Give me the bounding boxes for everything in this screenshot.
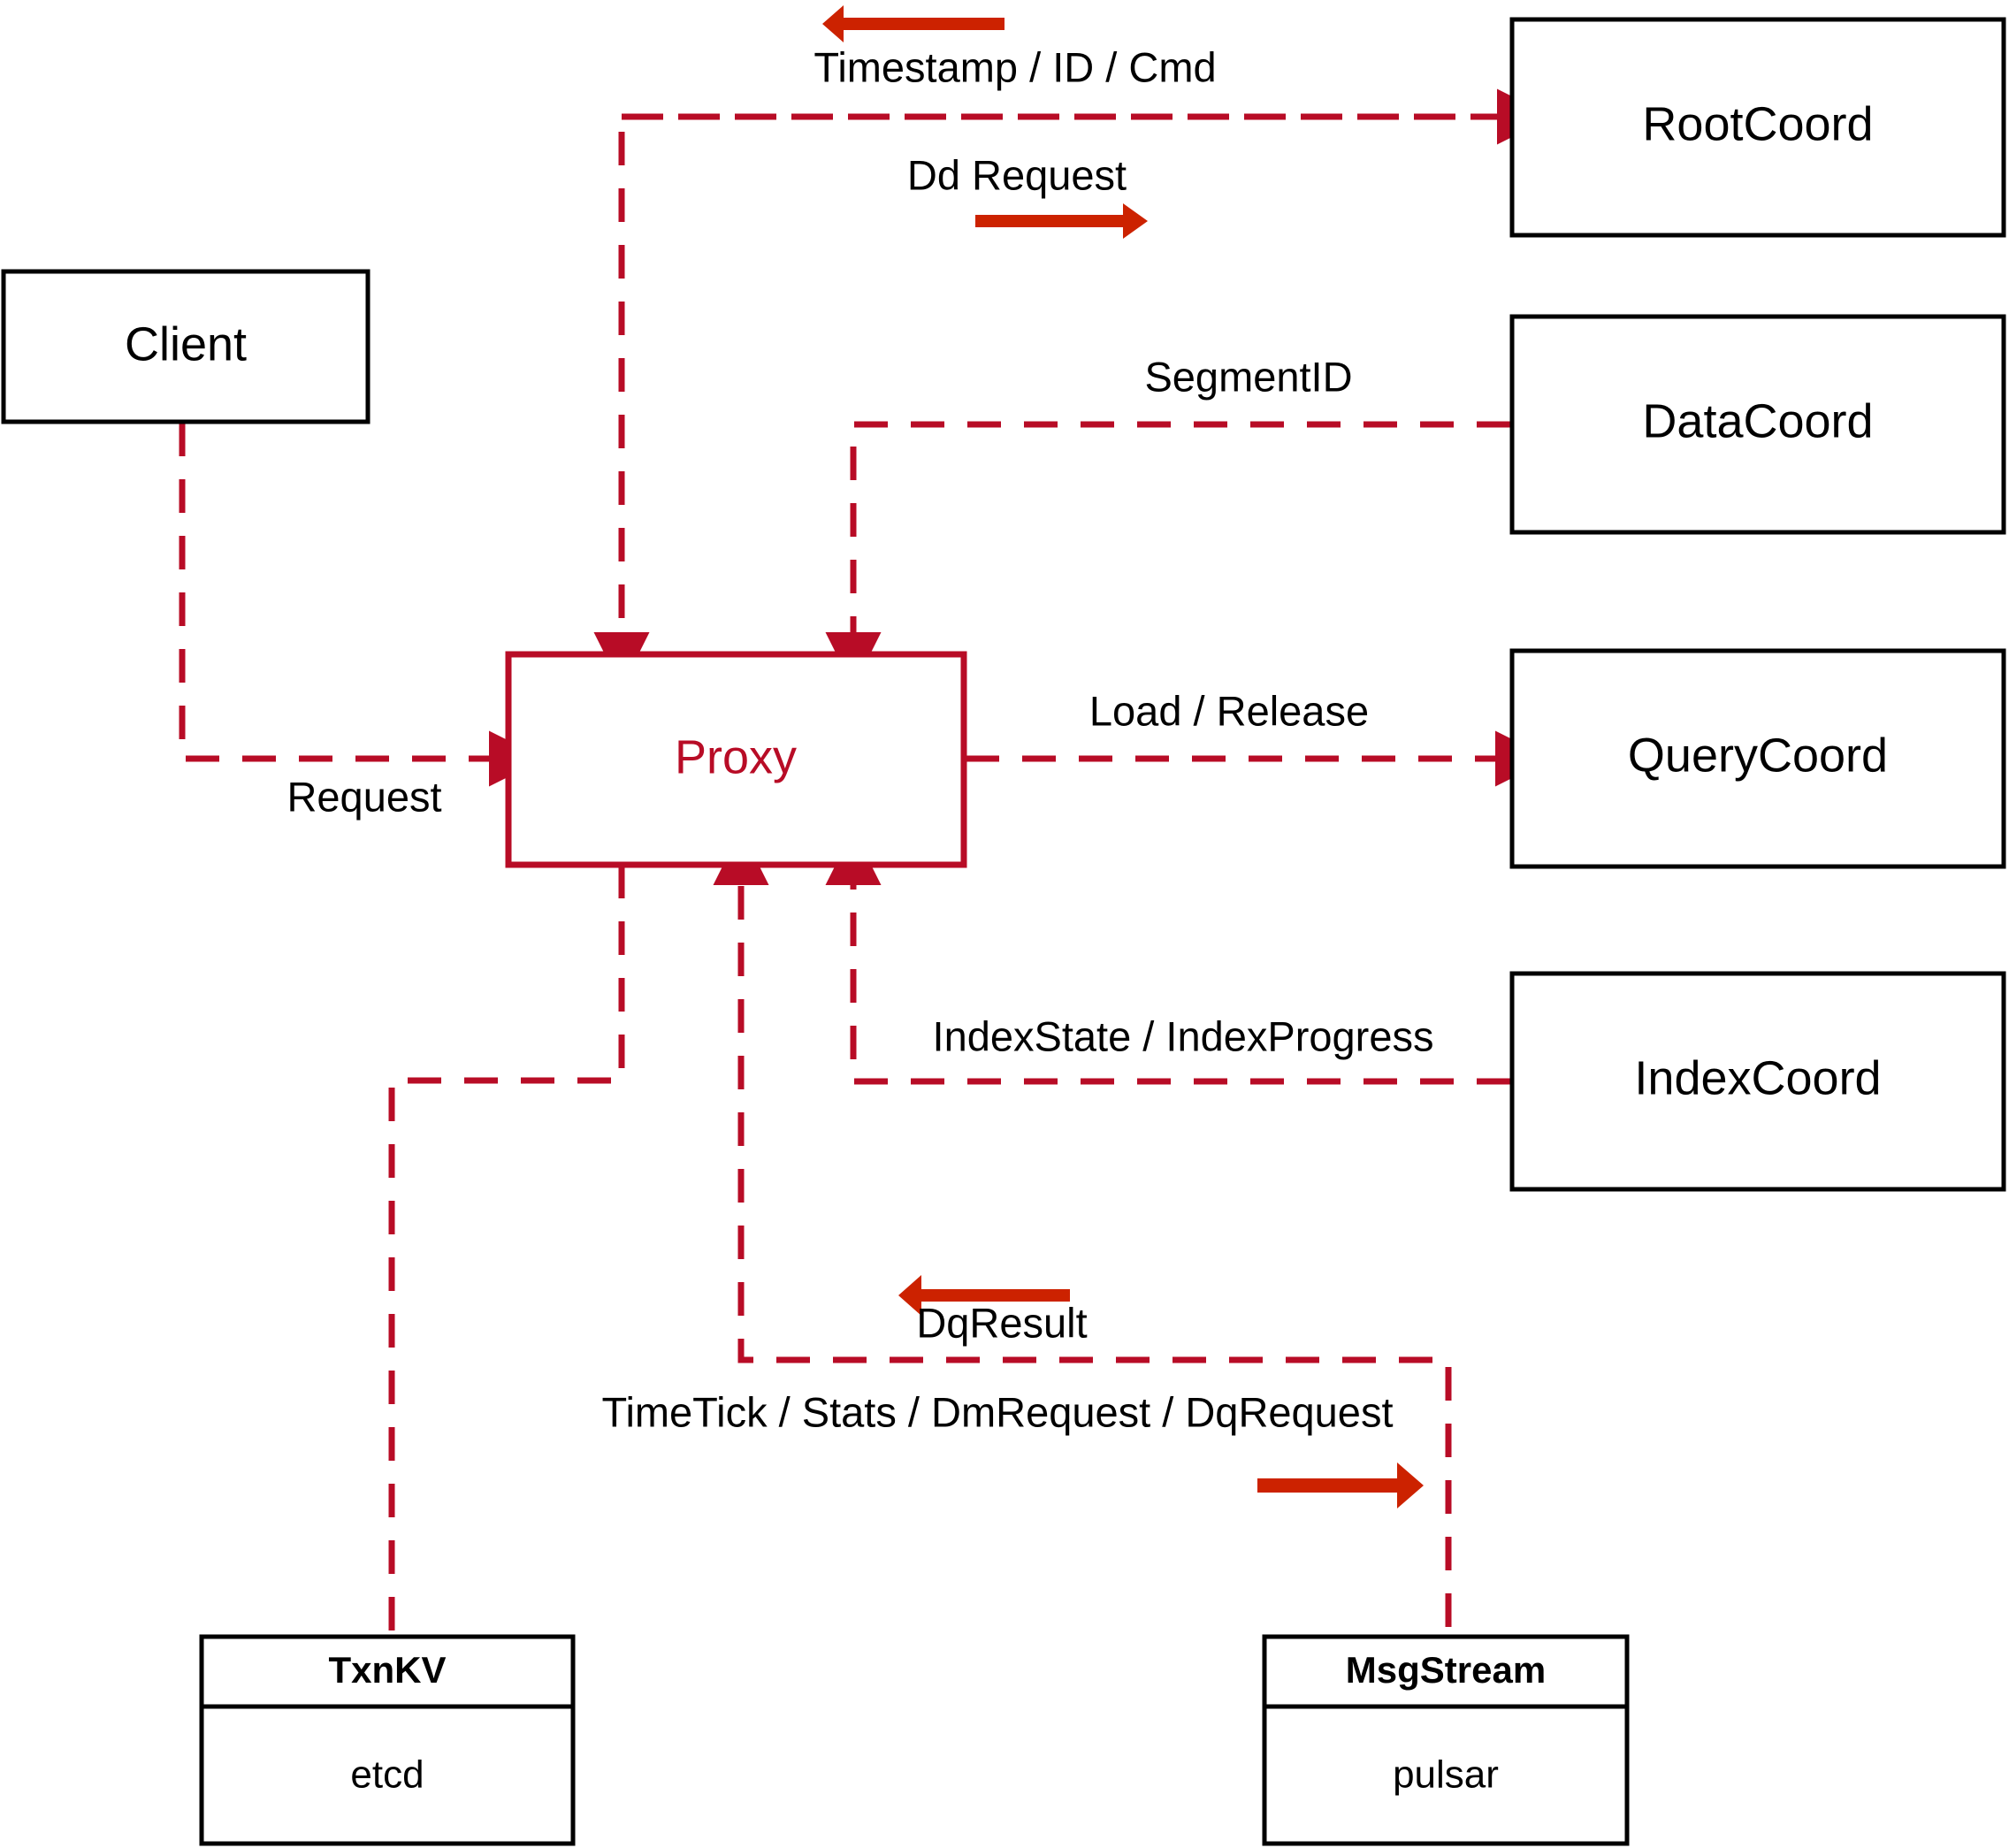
node-querycoord[interactable]: QueryCoord bbox=[1509, 648, 2006, 869]
edge-label-index-state-progress: IndexState / IndexProgress bbox=[933, 1012, 1434, 1059]
edge-proxy-msgstream bbox=[713, 829, 1452, 1627]
edge-label-request: Request bbox=[286, 773, 441, 820]
node-proxy-label: Proxy bbox=[675, 730, 797, 783]
edge-label-segment-id: SegmentID bbox=[1144, 353, 1352, 400]
node-client-label: Client bbox=[125, 317, 247, 370]
node-datacoord-label: DataCoord bbox=[1642, 394, 1873, 447]
direction-arrow-timestamp bbox=[822, 5, 1004, 42]
direction-arrow-dqresult bbox=[898, 1275, 1070, 1316]
node-indexcoord[interactable]: IndexCoord bbox=[1509, 971, 2006, 1192]
edge-label-load-release: Load / Release bbox=[1089, 687, 1369, 734]
edge-label-timestamp-id-cmd: Timestamp / ID / Cmd bbox=[814, 43, 1216, 90]
direction-arrow-dd-request bbox=[975, 203, 1148, 239]
edge-datacoord-proxy bbox=[825, 421, 1510, 688]
node-datacoord[interactable]: DataCoord bbox=[1509, 314, 2006, 535]
node-msgstream-impl: pulsar bbox=[1393, 1753, 1499, 1797]
edge-client-proxy bbox=[179, 423, 545, 787]
edge-label-dd-request: Dd Request bbox=[907, 151, 1127, 198]
node-txnkv-impl: etcd bbox=[350, 1753, 424, 1797]
node-msgstream[interactable]: MsgStream pulsar bbox=[1262, 1634, 1630, 1846]
node-txnkv[interactable]: TxnKV etcd bbox=[199, 1634, 576, 1846]
direction-arrow-dqrequest bbox=[1257, 1462, 1424, 1508]
edge-proxy-txnkv bbox=[388, 865, 625, 1637]
edge-label-timetick-stats: TimeTick / Stats / DmRequest / DqRequest bbox=[601, 1388, 1393, 1435]
edge-label-dq-result: DqResult bbox=[916, 1299, 1087, 1346]
node-rootcoord[interactable]: RootCoord bbox=[1509, 17, 2006, 238]
node-querycoord-label: QueryCoord bbox=[1628, 729, 1888, 782]
node-msgstream-title: MsgStream bbox=[1346, 1649, 1546, 1691]
node-indexcoord-label: IndexCoord bbox=[1634, 1051, 1881, 1104]
edge-proxy-rootcoord bbox=[593, 88, 1553, 688]
node-proxy[interactable]: Proxy bbox=[505, 651, 967, 868]
node-txnkv-title: TxnKV bbox=[328, 1649, 446, 1691]
node-client[interactable]: Client bbox=[1, 269, 370, 424]
node-rootcoord-label: RootCoord bbox=[1642, 97, 1873, 150]
